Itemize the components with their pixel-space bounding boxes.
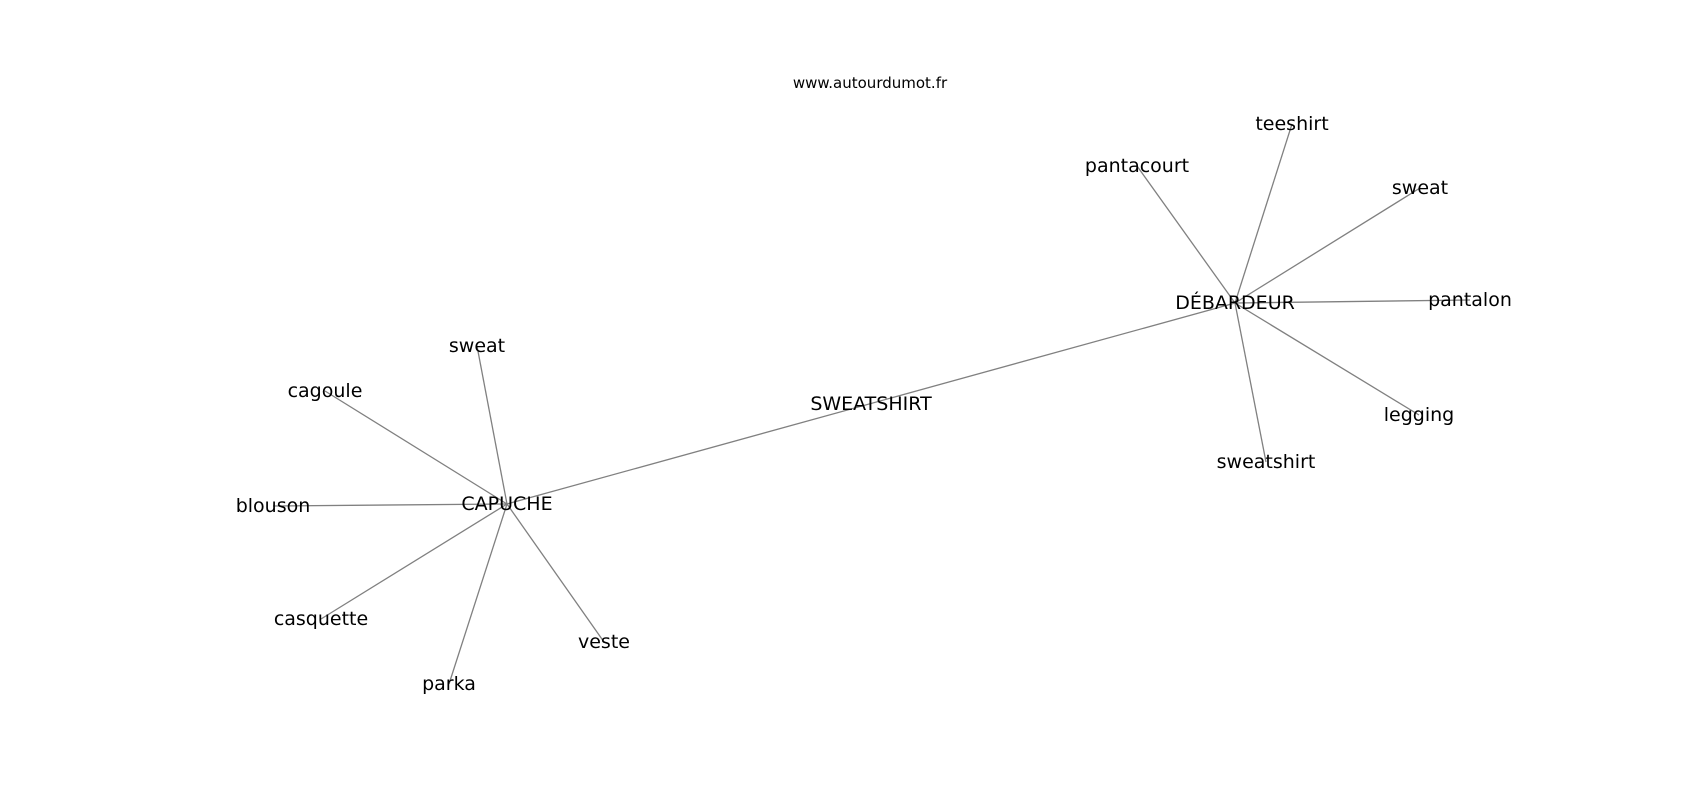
edge-capuche-veste (506, 503, 605, 643)
node-sweatshirt-center: SWEATSHIRT (810, 393, 932, 415)
watermark: www.autourdumot.fr (793, 74, 948, 92)
node-debardeur: DÉBARDEUR (1175, 291, 1295, 314)
edge-capuche-sweat_left (476, 345, 508, 505)
edge-debardeur-legging (1234, 302, 1420, 416)
graph-nodes: SWEATSHIRT CAPUCHE DÉBARDEUR sweat cagoule bl… (236, 113, 1512, 695)
node-legging: legging (1384, 404, 1454, 426)
edge-capuche-debardeur (506, 302, 1236, 505)
node-veste: veste (578, 631, 630, 653)
node-teeshirt: teeshirt (1255, 113, 1328, 135)
edge-debardeur-sweat_right (1234, 187, 1421, 304)
node-pantalon: pantalon (1428, 289, 1512, 311)
edge-capuche-casquette (320, 503, 508, 620)
node-pantacourt: pantacourt (1085, 155, 1189, 177)
node-parka: parka (422, 673, 476, 695)
node-sweat-left: sweat (449, 335, 505, 357)
edge-capuche-cagoule (324, 390, 508, 505)
node-blouson: blouson (236, 495, 311, 517)
node-casquette: casquette (274, 608, 368, 630)
node-capuche: CAPUCHE (461, 493, 552, 515)
node-cagoule: cagoule (288, 380, 363, 402)
edge-debardeur-pantalon (1234, 299, 1471, 304)
edge-debardeur-pantacourt (1136, 165, 1236, 304)
edge-debardeur-teeshirt (1234, 123, 1293, 304)
edge-capuche-blouson (272, 503, 508, 507)
node-sweat-right: sweat (1392, 177, 1448, 199)
graph-edges (272, 123, 1471, 685)
node-sweatshirt-small: sweatshirt (1217, 451, 1316, 473)
edge-capuche-parka (448, 503, 508, 685)
edge-debardeur-sweatshirt_small (1234, 302, 1267, 463)
